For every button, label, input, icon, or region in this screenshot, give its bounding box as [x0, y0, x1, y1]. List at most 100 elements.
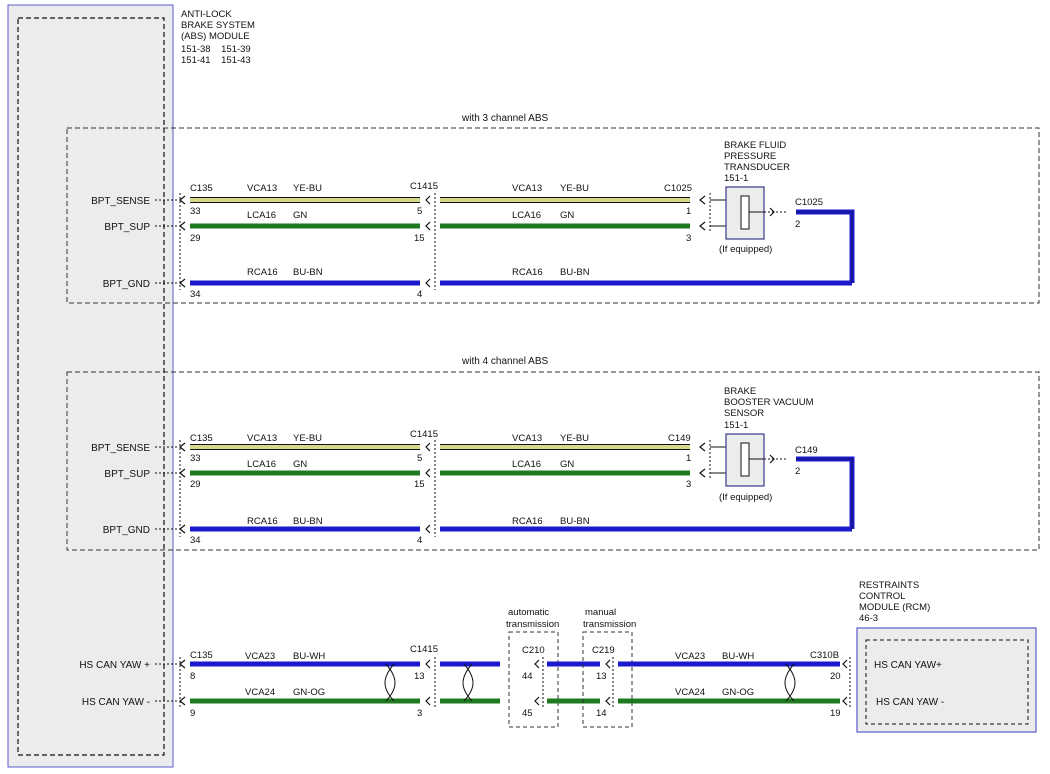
rcm-body	[856, 627, 1037, 733]
twisted-pair-icon	[384, 663, 396, 702]
component-title-line: 151-1	[724, 420, 748, 431]
connector-c210: C210	[522, 645, 545, 656]
abs-title-line-1: ANTI-LOCK	[181, 9, 232, 20]
pin-label: 4	[417, 289, 422, 300]
restraints-control-module: RESTRAINTS CONTROL MODULE (RCM) 46-3 HS …	[856, 580, 1037, 733]
circuit-label: VCA24	[675, 687, 705, 698]
connector-c310b: C310B	[810, 650, 839, 661]
rcm-title-line: CONTROL	[859, 591, 905, 602]
pin-label: 34	[190, 289, 201, 300]
section-border	[66, 127, 1040, 304]
wire-rca16	[796, 209, 855, 283]
circuit-label: RCA16	[247, 516, 278, 527]
abs-title-line-4: 151-38 151-39	[181, 44, 251, 55]
color-code-label: GN	[293, 210, 307, 221]
connector-c1025: C1025	[664, 183, 692, 194]
auto-transmission-label: automatic	[508, 607, 549, 618]
pin-label: 14	[596, 708, 607, 719]
pin-label: 19	[830, 708, 841, 719]
arrow-icon	[534, 659, 540, 706]
component-title-line: BRAKE FLUID	[724, 140, 786, 151]
circuit-label: VCA13	[512, 433, 542, 444]
pin-label: 34	[190, 535, 201, 546]
arrow-icon	[699, 442, 706, 478]
manual-trans-box	[582, 631, 633, 728]
connector-c1415: C1415	[410, 644, 438, 655]
component-note: (If equipped)	[719, 244, 772, 255]
pin-label: 5	[417, 453, 422, 464]
color-code-label: GN-OG	[722, 687, 754, 698]
pin-label: 3	[417, 708, 422, 719]
signal-bpt-sense: BPT_SENSE	[91, 196, 150, 207]
section-border	[66, 371, 1040, 551]
brake-booster-vacuum-sensor: BRAKE BOOSTER VACUUM SENSOR 151-1 (If eq…	[719, 386, 814, 503]
pin-label: 15	[414, 479, 425, 490]
connector-c219: C219	[592, 645, 615, 656]
color-code-label: YE-BU	[560, 433, 589, 444]
arrow-icon	[425, 195, 431, 288]
pin-label: 2	[795, 219, 800, 230]
pin-label: 33	[190, 206, 201, 217]
pin-label: 29	[190, 479, 201, 490]
pin-label: 1	[686, 453, 691, 464]
component-title-line: PRESSURE	[724, 151, 776, 162]
pin-label: 4	[417, 535, 422, 546]
pin-label: 13	[596, 671, 607, 682]
component-title-line: BRAKE	[724, 386, 756, 397]
signal-bpt-gnd: BPT_GND	[103, 525, 150, 536]
circuit-label: LCA16	[512, 459, 541, 470]
circuit-label: VCA13	[512, 183, 542, 194]
pin-label: 3	[686, 479, 691, 490]
pin-label: 5	[417, 206, 422, 217]
connector-c1415: C1415	[410, 429, 438, 440]
twisted-pair-icon	[784, 663, 796, 702]
color-code-label: BU-WH	[722, 651, 754, 662]
pin-label: 33	[190, 453, 201, 464]
color-code-label: BU-BN	[293, 267, 323, 278]
connector-c135: C135	[190, 650, 213, 661]
rcm-title-line: 46-3	[859, 613, 878, 624]
auto-transmission-label: transmission	[506, 619, 559, 630]
color-code-label: BU-WH	[293, 651, 325, 662]
color-code-label: BU-BN	[560, 516, 590, 527]
section-label: with 4 channel ABS	[461, 356, 548, 367]
sensor-icon	[740, 195, 750, 230]
auto-trans-box	[508, 631, 559, 728]
signal-hs-can-yaw-plus: HS CAN YAW +	[79, 660, 150, 671]
connector-c135: C135	[190, 433, 213, 444]
circuit-label: VCA23	[245, 651, 275, 662]
manual-transmission-label: transmission	[583, 619, 636, 630]
pin-label: 1	[686, 206, 691, 217]
component-title-line: 151-1	[724, 173, 748, 184]
component-title-line: BOOSTER VACUUM	[724, 397, 814, 408]
signal-bpt-gnd: BPT_GND	[103, 279, 150, 290]
component-note: (If equipped)	[719, 492, 772, 503]
arrow-icon	[425, 442, 431, 534]
abs-title-line-2: BRAKE SYSTEM	[181, 20, 255, 31]
signal-bpt-sup: BPT_SUP	[104, 222, 150, 233]
component-title-line: SENSOR	[724, 408, 764, 419]
pin-label: 2	[795, 466, 800, 477]
color-code-label: GN	[293, 459, 307, 470]
circuit-label: VCA13	[247, 433, 277, 444]
arrow-icon	[605, 659, 611, 706]
circuit-label: RCA16	[512, 267, 543, 278]
connector-c135: C135	[190, 183, 213, 194]
connector-label: C1025	[795, 197, 823, 208]
circuit-label: RCA16	[512, 516, 543, 527]
color-code-label: YE-BU	[293, 183, 322, 194]
connector-c1415: C1415	[410, 181, 438, 192]
sensor-icon	[740, 442, 750, 477]
arrow-icon	[842, 659, 848, 706]
section-3-channel: with 3 channel ABS BPT_SENSE BPT_SUP BPT…	[66, 113, 1040, 304]
rcm-title-line: MODULE (RCM)	[859, 602, 930, 613]
arrow-icon	[179, 195, 186, 288]
pin-label: 15	[414, 233, 425, 244]
abs-module-inner-border	[17, 17, 165, 756]
color-code-label: BU-BN	[293, 516, 323, 527]
arrow-icon	[179, 659, 186, 706]
section-hs-can: HS CAN YAW + HS CAN YAW - C135 8 9 VCA23…	[79, 580, 1037, 733]
color-code-label: GN	[560, 459, 574, 470]
pin-label: 29	[190, 233, 201, 244]
